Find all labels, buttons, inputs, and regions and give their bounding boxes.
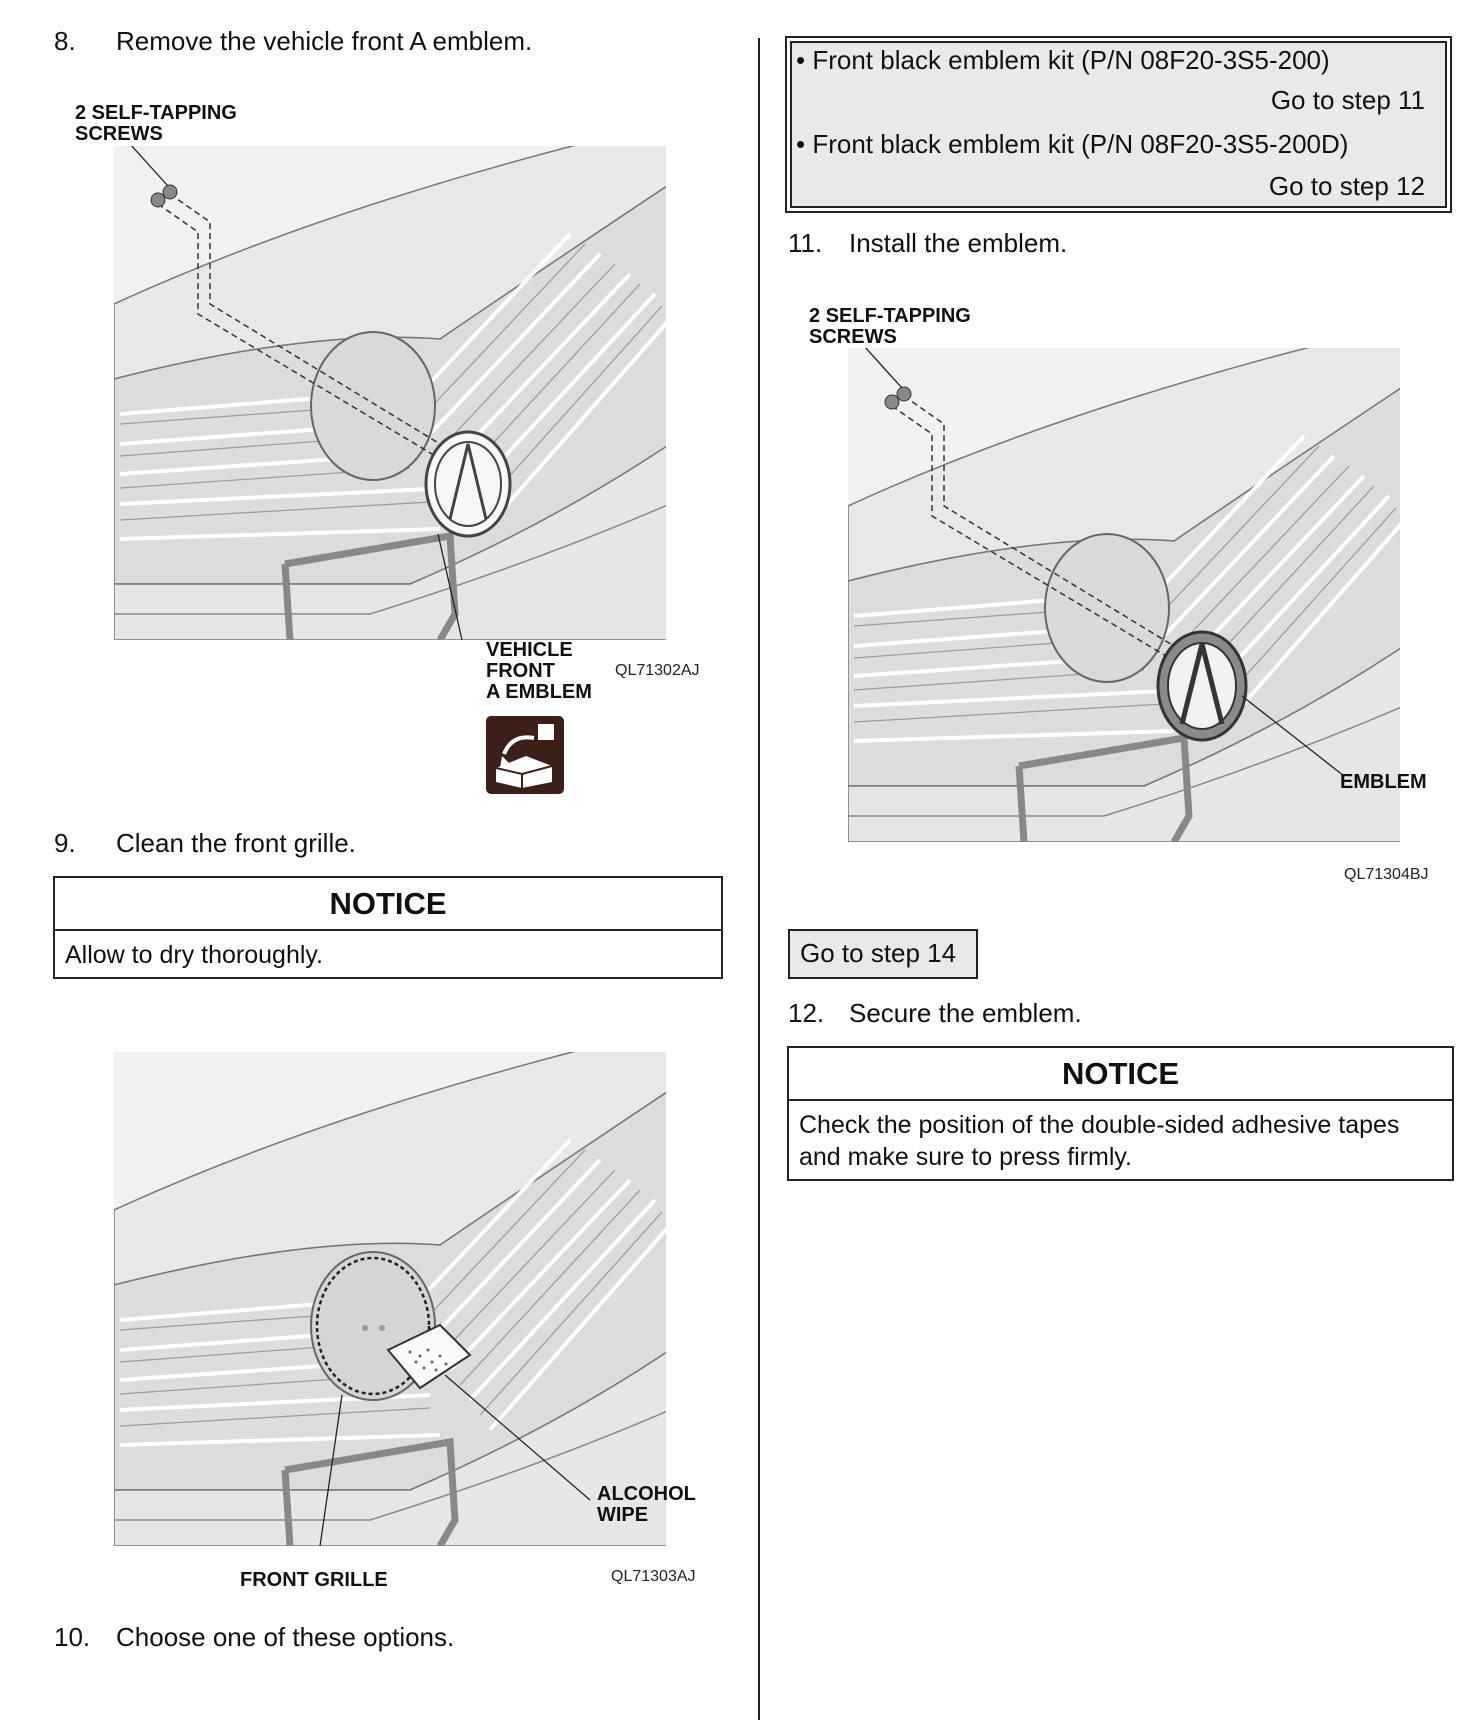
option-text: Front black emblem kit (P/N 08F20-3S5-20… [812,45,1330,75]
emblem-callout: VEHICLE FRONT A EMBLEM [486,639,592,703]
option-item: • Front black emblem kit (P/N 08F20-3S5-… [796,45,1330,76]
step-text: Remove the vehicle front A emblem. [116,26,533,56]
notice-box-tapes: NOTICE Check the position of the double-… [787,1046,1454,1181]
remove-part-icon [486,716,564,794]
step-text: Clean the front grille. [116,828,356,858]
goto-step-11: Go to step 11 [1270,85,1425,115]
notice-text: Check the position of the double-sided a… [789,1101,1452,1173]
alcohol-wipe-callout: ALCOHOL WIPE [597,1483,696,1526]
notice-line: and make sure to press firmly. [799,1143,1132,1171]
step-number: 11. [788,228,823,258]
step-text: Install the emblem. [849,228,1068,258]
option-text: Front black emblem kit (P/N 08F20-3S5-20… [812,129,1349,159]
step-number: 12. [788,998,825,1028]
figure-code: QL71303AJ [611,1568,696,1585]
figure-code: QL71304BJ [1344,866,1429,883]
figure-install-emblem [848,348,1400,842]
figure-remove-emblem [114,146,666,640]
notice-heading: NOTICE [789,1048,1452,1101]
notice-line: Check the position of the double-sided a… [799,1111,1400,1139]
figure-code: QL71302AJ [615,662,700,679]
step-number: 10. [54,1622,91,1652]
bullet: • [796,45,806,75]
notice-box-dry: NOTICE Allow to dry thoroughly. [53,876,723,979]
step-number: 9. [54,828,76,858]
goto-step-14-box: Go to step 14 [788,929,978,979]
bullet: • [796,129,806,159]
notice-text: Allow to dry thoroughly. [65,941,323,969]
screws-callout: 2 SELF-TAPPING SCREWS [809,305,971,348]
screws-callout: 2 SELF-TAPPING SCREWS [75,102,237,145]
step-number: 8. [54,26,76,56]
column-divider [758,38,760,1720]
goto-step-12: Go to step 12 [1268,171,1425,201]
front-grille-callout: FRONT GRILLE [240,1569,388,1591]
emblem-callout: EMBLEM [1340,771,1427,793]
option-item: • Front black emblem kit (P/N 08F20-3S5-… [796,129,1348,160]
figure-clean-grille [114,1052,666,1546]
notice-heading: NOTICE [55,878,721,931]
step-text: Secure the emblem. [849,998,1082,1028]
step-text: Choose one of these options. [116,1622,455,1652]
options-box: • Front black emblem kit (P/N 08F20-3S5-… [785,36,1452,213]
